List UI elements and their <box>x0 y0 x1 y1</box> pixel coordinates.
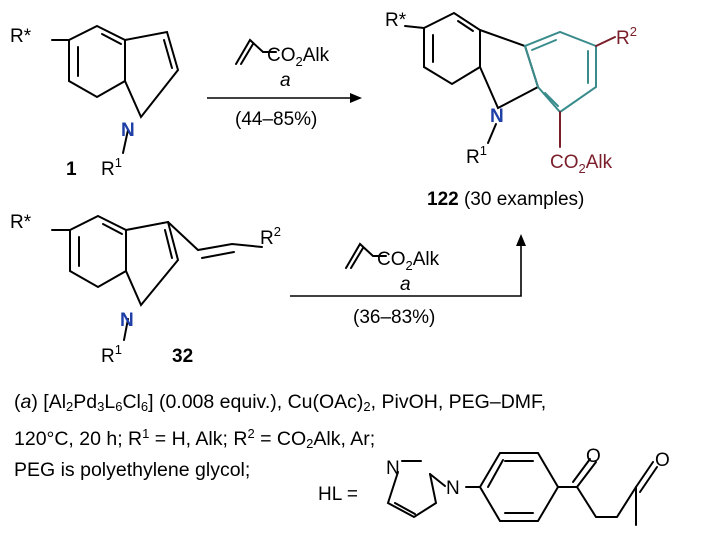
product-label: 122 (30 examples) <box>427 189 584 210</box>
compound-1-r-star: R* <box>10 26 32 47</box>
ligand-prefix: HL = <box>318 484 358 505</box>
footnote-line-3: PEG is polyethylene glycol; <box>14 459 251 481</box>
product-ester: CO2Alk <box>550 152 613 176</box>
product-r1: R1 <box>466 143 487 168</box>
bottom-reagent-ester: CO2Alk <box>377 249 440 273</box>
footnote-line-2: 120°C, 20 h; R1 = H, Alk; R2 = CO2Alk, A… <box>14 426 376 451</box>
top-condition: a <box>280 70 291 91</box>
top-yield: (44–85%) <box>235 109 317 130</box>
ligand-structure <box>386 452 658 526</box>
bottom-condition: a <box>400 274 411 295</box>
compound-32-r1: R1 <box>101 342 122 367</box>
product-nitrogen: N <box>490 106 504 127</box>
ligand-o-ketone: O <box>586 446 601 467</box>
compound-1-r1: R1 <box>101 155 122 180</box>
compound-1-nitrogen: N <box>121 120 135 141</box>
top-reagent-acrylate <box>235 38 277 65</box>
product-r-star: R* <box>385 10 407 31</box>
product-r2: R2 <box>616 24 637 49</box>
compound-1-label: 1 <box>66 159 77 180</box>
bottom-reagent-acrylate <box>345 242 387 269</box>
compound-32-r-star: R* <box>10 212 32 233</box>
ligand-o-acetyl: O <box>655 450 670 471</box>
top-reagent-ester: CO2Alk <box>267 45 330 69</box>
bottom-reaction-arrow <box>290 246 522 297</box>
product-122-structure <box>404 11 616 148</box>
compound-32-structure <box>51 214 263 341</box>
ligand-n-bridge: N <box>446 478 460 499</box>
compound-32-r2: R2 <box>260 224 281 249</box>
compound-32-nitrogen: N <box>120 310 134 331</box>
ligand-n-top: N <box>386 458 400 479</box>
conditions-footnote: (a) [Al2Pd3L6Cl6] (0.008 equiv.), Cu(OAc… <box>14 389 704 484</box>
compound-1-structure <box>51 24 180 154</box>
compound-32-label: 32 <box>172 346 193 367</box>
bottom-arrow-head <box>516 234 526 246</box>
bottom-yield: (36–83%) <box>353 307 435 328</box>
footnote-line-1: (a) [Al2Pd3L6Cl6] (0.008 equiv.), Cu(OAc… <box>14 391 547 414</box>
top-arrow-head <box>350 93 362 103</box>
